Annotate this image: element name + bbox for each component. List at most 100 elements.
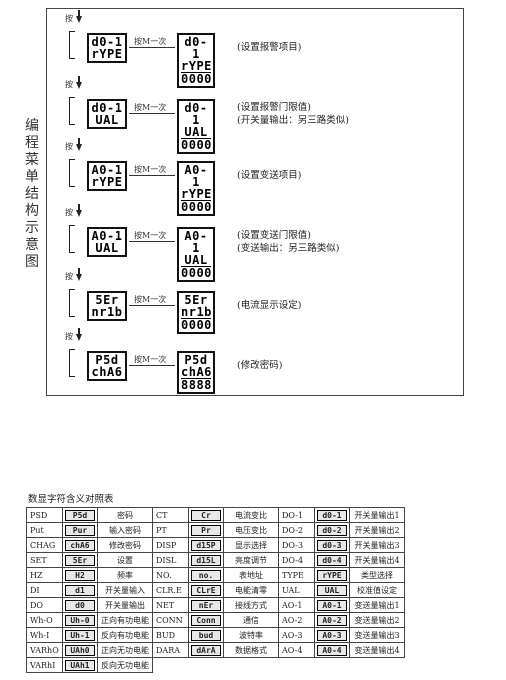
code-cell: CLR.E [152, 582, 189, 598]
display-cell: Cr [188, 507, 224, 523]
display-chip: d0 [65, 599, 95, 611]
meaning-cell: 密码 [97, 507, 153, 523]
description-line: (电流显示设定) [237, 300, 302, 311]
display-chip: Uh-0 [65, 614, 95, 626]
code-cell: DO-2 [278, 522, 315, 538]
meaning-cell: 电压变比 [223, 522, 279, 538]
step-description: (设置报警项目) [237, 41, 301, 54]
flow-bracket [69, 349, 75, 377]
meaning-cell: 类型选择 [349, 567, 405, 583]
side-title-char: 构 [25, 203, 39, 219]
display-chip: 5Er [65, 554, 95, 566]
connector-line [129, 305, 175, 306]
flow-bracket [69, 97, 75, 125]
down-arrow-icon [76, 267, 82, 281]
display-chip: UAh0 [65, 644, 95, 656]
display-chip: rYPE [317, 569, 347, 581]
meaning-cell: 开关量输出2 [349, 522, 405, 538]
display-cell: P5d [62, 507, 98, 523]
code-cell: DO-4 [278, 552, 315, 568]
meaning-cell: 亮度调节 [223, 552, 279, 568]
lcd-line: 0000 [181, 266, 212, 280]
display-chip: UAh1 [65, 659, 95, 671]
meaning-cell: 电流变比 [223, 507, 279, 523]
meaning-cell: 变送量输出2 [349, 612, 405, 628]
meaning-cell: 修改密码 [97, 537, 153, 553]
lcd-line: 0000 [181, 200, 212, 214]
lcd-line: UAL [184, 125, 208, 139]
display-cell: no. [188, 567, 224, 583]
connector-label: 按M一次 [134, 355, 167, 364]
code-cell: DI [26, 582, 63, 598]
display-cell: Pr [188, 522, 224, 538]
code-cell: DARA [152, 642, 189, 658]
meaning-cell: 正向无功电能 [97, 642, 153, 658]
table-title: 数显字符含义对照表 [28, 494, 114, 505]
lcd-line: nr1b [91, 305, 123, 319]
display-cell: nEr [188, 597, 224, 613]
code-cell: DISL [152, 552, 189, 568]
lcd-line: nr1b [181, 305, 212, 319]
lcd-line: UAL [95, 241, 119, 255]
meaning-cell: 正向有功电能 [97, 612, 153, 628]
display-chip: d0-3 [317, 539, 347, 551]
meaning-cell: 接线方式 [223, 597, 279, 613]
meaning-cell: 开关量输入 [97, 582, 153, 598]
lcd-line: UAL [184, 253, 208, 267]
meaning-cell: 开关量输出3 [349, 537, 405, 553]
meaning-cell: 输入密码 [97, 522, 153, 538]
code-cell: Wh-O [26, 612, 63, 628]
display-cell: d15P [188, 537, 224, 553]
lcd-line: rYPE [91, 47, 123, 61]
display-cell: CLrE [188, 582, 224, 598]
display-chip: UAL [317, 584, 347, 596]
code-cell: AO-3 [278, 627, 315, 643]
press-indicator: 按 [65, 9, 82, 24]
code-cell: PSD [26, 507, 63, 523]
connector-line [129, 47, 175, 48]
lcd-line: rYPE [181, 187, 212, 201]
connector-line [129, 175, 175, 176]
press-label: 按 [65, 80, 73, 89]
lcd-line: UAL [95, 113, 119, 127]
code-cell: NET [152, 597, 189, 613]
code-cell: PT [152, 522, 189, 538]
display-cell: d15L [188, 552, 224, 568]
press-indicator: 按 [65, 137, 82, 152]
connector-line [129, 241, 175, 242]
down-arrow-icon [76, 75, 82, 89]
display-chip: nEr [191, 599, 221, 611]
code-cell: HZ [26, 567, 63, 583]
lcd-line: rYPE [91, 175, 123, 189]
display-chip: dArA [191, 644, 221, 656]
meaning-cell: 设置 [97, 552, 153, 568]
press-label: 按 [65, 142, 73, 151]
meaning-cell: 开关量输出1 [349, 507, 405, 523]
display-cell: 5Er [62, 552, 98, 568]
display-cell: chA6 [62, 537, 98, 553]
meaning-cell: 开关量输出4 [349, 552, 405, 568]
side-title-char: 意 [25, 237, 39, 253]
meaning-cell: 波特率 [223, 627, 279, 643]
side-title-char: 编 [25, 118, 39, 134]
display-chip: A0-4 [317, 644, 347, 656]
meaning-cell: 通信 [223, 612, 279, 628]
code-cell: AO-1 [278, 597, 315, 613]
description-line: (开关量输出：另三路类似) [237, 115, 349, 126]
display-cell: bud [188, 627, 224, 643]
connector-label: 按M一次 [134, 165, 167, 174]
display-chip: A0-3 [317, 629, 347, 641]
press-indicator: 按 [65, 267, 82, 282]
display-cell: d0 [62, 597, 98, 613]
side-title-char: 单 [25, 169, 39, 185]
